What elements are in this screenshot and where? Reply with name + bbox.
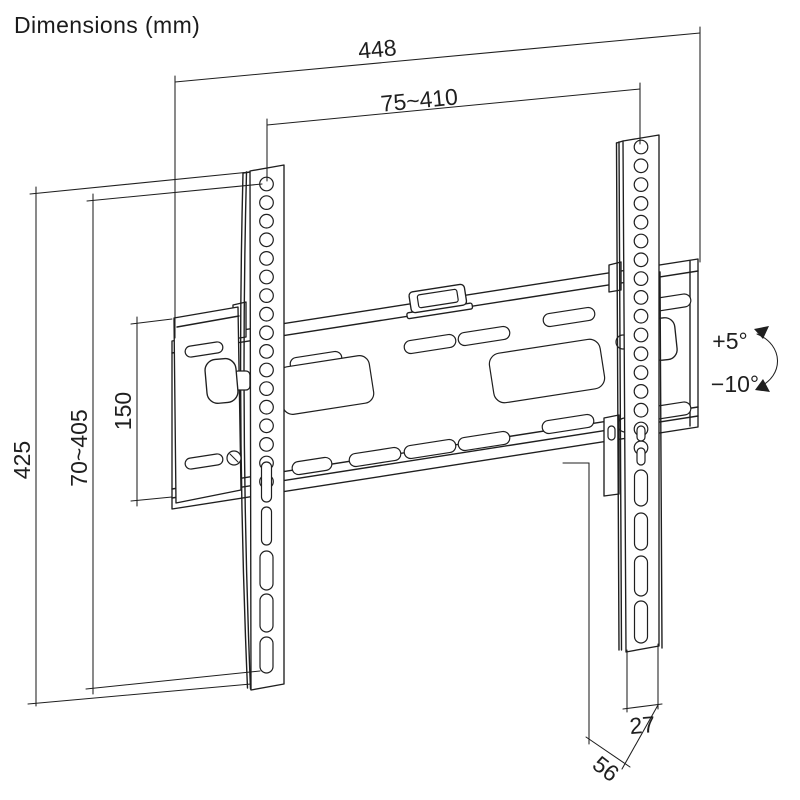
tilt-arc-icon <box>757 334 778 387</box>
tilt-arrow-up-icon <box>754 326 769 339</box>
tension-knob <box>204 358 239 405</box>
dim-label-75-410: 75~410 <box>379 83 459 116</box>
tilt-bracket-left <box>174 307 250 503</box>
dim-label-150: 150 <box>110 392 136 430</box>
rail-hole <box>634 385 648 399</box>
rail-hole <box>260 270 274 284</box>
rail-hole <box>260 363 274 377</box>
rail-hole <box>634 291 648 305</box>
dim-label-425: 425 <box>9 441 35 479</box>
catch-slot <box>608 426 615 440</box>
rail-hole <box>260 196 274 210</box>
rail-hole <box>260 233 274 247</box>
dim-label-70-405: 70~405 <box>66 409 92 486</box>
rail-hole <box>634 140 648 154</box>
rail-hole <box>634 272 648 286</box>
rail-hole <box>634 309 648 323</box>
dimension-bracket-spacing: 150 <box>110 317 172 506</box>
tilt-up-label: +5° <box>712 328 747 354</box>
rail-hole <box>260 419 274 433</box>
rail-hole <box>260 438 274 452</box>
rail-hole <box>260 252 274 266</box>
rail-hole <box>634 253 648 267</box>
rail-hole <box>260 307 274 321</box>
right-rail-slots <box>635 426 648 643</box>
left-rail-holes <box>260 177 274 488</box>
rail-hole <box>634 178 648 192</box>
dim-label-448: 448 <box>357 34 398 63</box>
dimension-plate-depth: 27 <box>623 644 662 739</box>
right-rail-holes <box>634 140 648 454</box>
rail-slot <box>635 556 648 596</box>
rail-hole <box>634 403 648 417</box>
rail-hole <box>634 366 648 380</box>
rail-hole <box>260 289 274 303</box>
rail-slot <box>637 448 645 465</box>
rail-hole <box>634 234 648 248</box>
rail-hole <box>260 382 274 396</box>
dim-label-56: 56 <box>588 751 624 787</box>
rail-hole <box>634 159 648 173</box>
rail-hole <box>260 326 274 340</box>
rail-slot <box>635 601 648 643</box>
rail-slot <box>635 513 648 550</box>
rail-hole <box>260 400 274 414</box>
rail-hole <box>260 345 274 359</box>
rail-hole <box>634 347 648 361</box>
dimension-vesa-width: 75~410 <box>267 83 640 181</box>
left-rail-slots <box>260 462 273 673</box>
rail-slot <box>262 507 272 545</box>
rail-slot <box>262 462 272 502</box>
rail-hole <box>634 215 648 229</box>
rail-slot <box>635 470 648 506</box>
rail-slot <box>260 551 273 590</box>
rail-slot <box>260 594 273 632</box>
rail-slot <box>637 426 645 441</box>
tilt-annotation: +5° −10° <box>711 326 778 397</box>
rail-hole <box>260 214 274 228</box>
rail-hole <box>634 197 648 211</box>
tilt-down-label: −10° <box>711 371 759 397</box>
rail-slot <box>260 637 273 673</box>
rail-hole <box>634 328 648 342</box>
